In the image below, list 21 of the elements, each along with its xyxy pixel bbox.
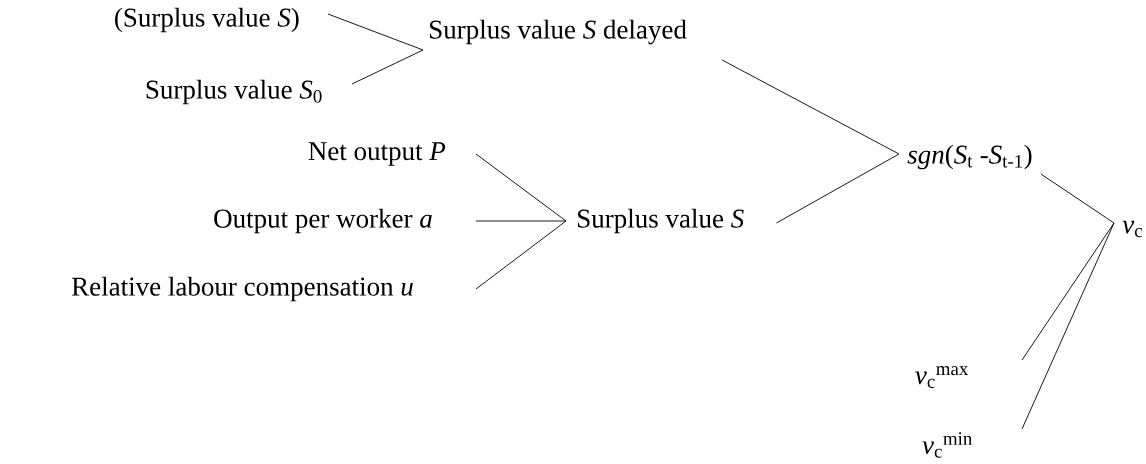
variable-label: Relative labour compensation u — [71, 276, 413, 302]
variable-label: v$_{c}$min — [922, 432, 972, 458]
variable-label: sgn(S$_{t}$ -S$_{t-1}$) — [907, 144, 1032, 170]
connector-line — [475, 220, 567, 222]
variable-label: (Surplus value S) — [115, 7, 299, 33]
connector-line — [327, 13, 424, 51]
connector-line — [475, 153, 567, 222]
connector-line — [1040, 173, 1115, 224]
variable-label: Surplus value S — [578, 208, 744, 234]
variable-label: Surplus value S delayed — [430, 19, 687, 45]
connector-line — [351, 49, 424, 85]
connector-line — [775, 153, 900, 224]
variable-label: Output per worker a — [214, 208, 432, 234]
connector-line — [475, 220, 567, 290]
variable-label: v$_{c}$max — [915, 366, 969, 388]
variable-label: Surplus value S$_{0}$ — [146, 79, 322, 105]
variable-label: v$_{c}$ — [1122, 220, 1142, 238]
variable-label: Net output P — [308, 142, 446, 166]
connector-line — [1021, 222, 1115, 361]
connector-line — [721, 59, 900, 155]
connector-line — [1021, 222, 1115, 430]
